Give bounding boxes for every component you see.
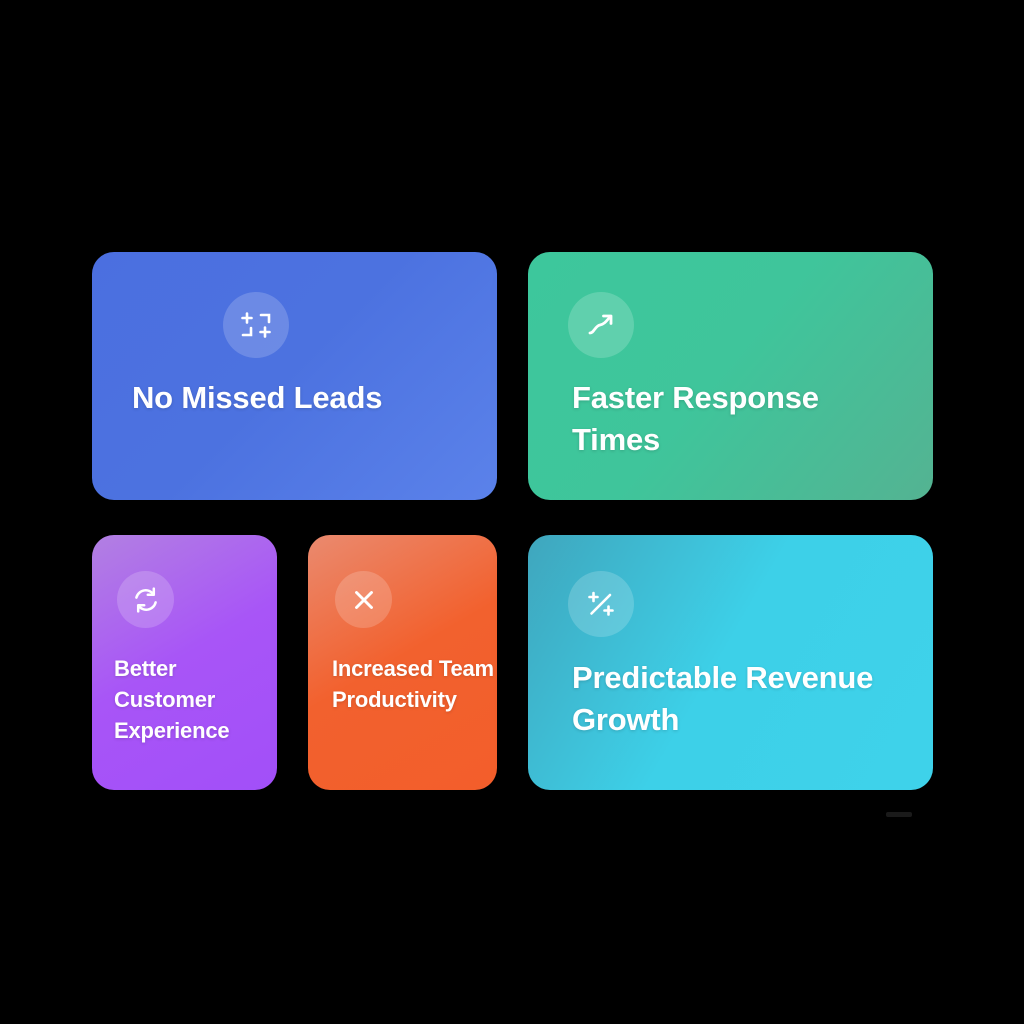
benefit-card-predictable-revenue[interactable]: Predictable Revenue Growth (528, 535, 933, 790)
card-title: Better Customer Experience (114, 656, 230, 743)
refresh-sync-icon (117, 571, 174, 628)
render-artifact-speck (886, 812, 912, 817)
scan-expand-icon (223, 292, 289, 358)
card-title: Faster Response Times (572, 380, 819, 457)
card-title: No Missed Leads (132, 380, 383, 415)
benefit-card-faster-response[interactable]: Faster Response Times (528, 252, 933, 500)
card-title: Increased Team Productivity (332, 656, 494, 712)
trending-arrow-icon (568, 292, 634, 358)
benefit-card-no-missed-leads[interactable]: No Missed Leads (92, 252, 497, 500)
card-title: Predictable Revenue Growth (572, 660, 874, 737)
benefit-card-better-customer[interactable]: Better Customer Experience (92, 535, 277, 790)
close-x-icon (335, 571, 392, 628)
magic-wand-sparkle-icon (568, 571, 634, 637)
benefit-card-increased-team[interactable]: Increased Team Productivity (308, 535, 497, 790)
